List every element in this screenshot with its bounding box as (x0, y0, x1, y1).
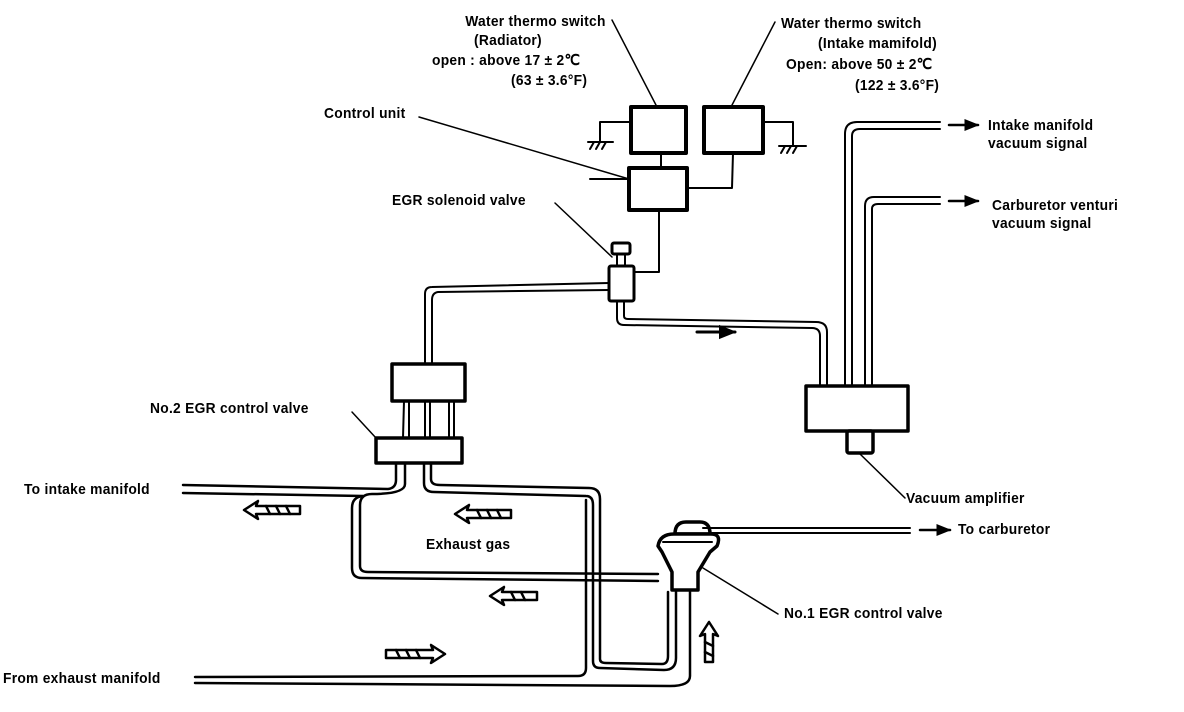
hose-to-carburetor (702, 527, 911, 534)
leader-solenoid (554, 202, 613, 258)
radiator-thermo-switch-label: Water thermo switch (465, 13, 606, 30)
leader-vacuum-amplifier (858, 452, 906, 499)
control-unit-label: Control unit (324, 105, 406, 122)
hose-venturi-vacuum (864, 196, 941, 387)
control-unit-box (627, 166, 689, 212)
pipe-no2-to-exhaust-loop (422, 461, 678, 672)
ground-icon-left (587, 121, 632, 150)
pipe-from-exhaust-manifold (193, 498, 692, 688)
intake-thermo-switch-open-temp-f: (122 ± 3.6°F) (855, 77, 940, 94)
hose-solenoid-no2 (424, 282, 610, 366)
from-exhaust-manifold-label: From exhaust manifold (3, 670, 161, 687)
intake-thermo-switch-sub: (Intake mamifold) (818, 35, 937, 52)
leader-no2-valve (351, 411, 377, 439)
egr-solenoid-valve-label: EGR solenoid valve (392, 192, 526, 209)
leader-control-unit (418, 116, 630, 180)
intake-thermo-switch-label: Water thermo switch (781, 15, 922, 32)
radiator-thermo-switch (629, 105, 688, 155)
leader-no1-valve (702, 567, 779, 615)
radiator-thermo-switch-sub: (Radiator) (474, 32, 542, 49)
exhaust-flow-arrow-5 (698, 620, 720, 664)
pipe-to-intake-manifold (181, 461, 660, 583)
to-intake-manifold-label: To intake manifold (24, 481, 150, 498)
exhaust-flow-arrow-1 (242, 499, 302, 521)
no2-egr-control-valve-label: No.2 EGR control valve (150, 400, 309, 417)
intake-thermo-switch (702, 105, 765, 155)
wire-control-solenoid (632, 209, 660, 273)
no1-egr-control-valve-label: No.1 EGR control valve (784, 605, 943, 622)
exhaust-flow-arrow-4 (384, 643, 447, 665)
leader-radiator-switch (611, 19, 658, 108)
hose-solenoid-amplifier (616, 310, 828, 389)
radiator-thermo-switch-open-temp-f: (63 ± 3.6°F) (511, 72, 588, 89)
to-carburetor-label: To carburetor (958, 521, 1051, 538)
ground-icon-right (762, 121, 807, 154)
egr-solenoid-valve (607, 241, 636, 312)
exhaust-flow-arrow-2 (453, 503, 513, 525)
exhaust-flow-arrow-3 (488, 585, 539, 607)
vacuum-amplifier-label: Vacuum amplifier (906, 490, 1025, 507)
intake-vacuum-signal-label: Intake manifold vacuum signal (988, 117, 1094, 152)
venturi-vacuum-signal-label: Carburetor venturi vacuum signal (992, 197, 1119, 232)
vacuum-amplifier (804, 384, 910, 455)
leader-intake-switch (730, 21, 776, 108)
hose-intake-vacuum (844, 121, 941, 387)
radiator-thermo-switch-open-temp: open : above 17 ± 2℃ (432, 52, 581, 69)
no2-egr-control-valve (374, 362, 467, 465)
exhaust-gas-label: Exhaust gas (426, 536, 511, 553)
wire-intake-control (686, 152, 734, 189)
no1-egr-control-valve (656, 520, 721, 592)
intake-thermo-switch-open-temp: Open: above 50 ± 2℃ (786, 56, 933, 73)
